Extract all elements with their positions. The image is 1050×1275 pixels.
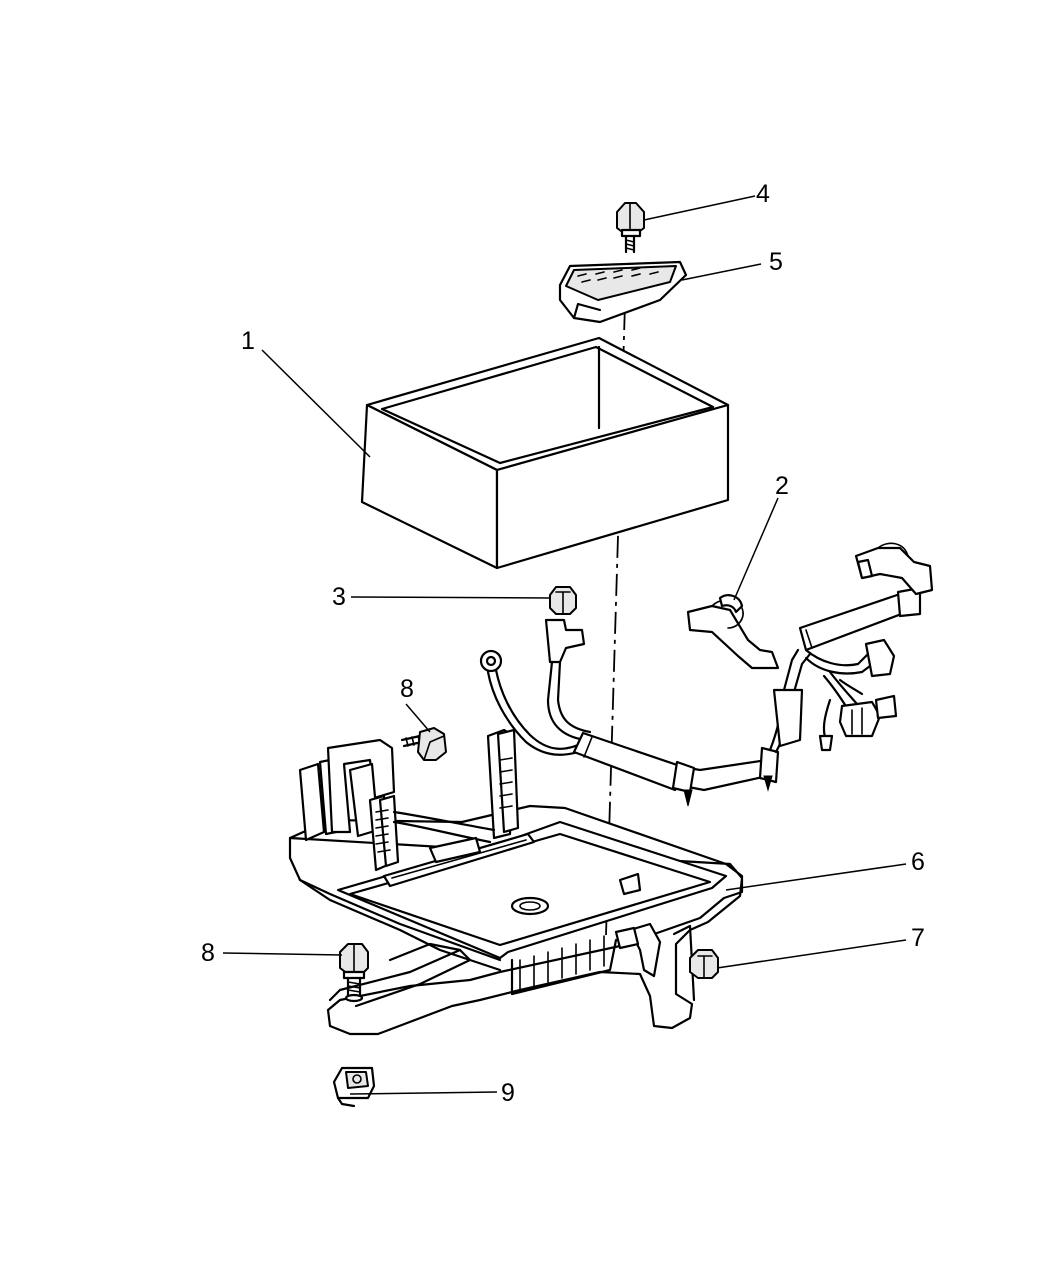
callout-2: 2 bbox=[775, 472, 789, 500]
leader-8-upper bbox=[405, 703, 431, 733]
leader-8-lower bbox=[222, 952, 343, 956]
battery-1 bbox=[360, 336, 730, 570]
callout-3: 3 bbox=[332, 583, 346, 611]
leader-lines bbox=[222, 195, 907, 1095]
callout-7: 7 bbox=[911, 924, 925, 952]
leader-5 bbox=[681, 263, 762, 281]
nut-3 bbox=[549, 586, 577, 615]
battery-tray-6 bbox=[288, 728, 744, 1036]
bolt-8-lower bbox=[339, 943, 369, 1003]
callout-6: 6 bbox=[911, 848, 925, 876]
bolt-4 bbox=[616, 202, 645, 254]
callout-9: 9 bbox=[501, 1079, 515, 1107]
leader-3 bbox=[350, 596, 551, 599]
callout-1: 1 bbox=[241, 327, 255, 355]
callout-8-upper: 8 bbox=[400, 675, 414, 703]
leader-4 bbox=[643, 195, 756, 221]
leader-6 bbox=[725, 863, 907, 891]
leader-2 bbox=[733, 497, 779, 601]
leader-9 bbox=[349, 1091, 498, 1095]
clip-nut-9 bbox=[332, 1066, 376, 1108]
callout-4: 4 bbox=[756, 180, 770, 208]
alignment-axis bbox=[605, 269, 627, 936]
callout-5: 5 bbox=[769, 248, 783, 276]
callout-8-lower: 8 bbox=[201, 939, 215, 967]
callout-labels: 1 2 3 4 5 6 7 8 8 9 bbox=[201, 180, 925, 1107]
bolt-8-upper bbox=[400, 727, 447, 761]
battery-cable-harness-2 bbox=[479, 542, 934, 807]
nut-7 bbox=[689, 949, 719, 979]
hold-down-clamp-5 bbox=[558, 260, 688, 324]
leader-7 bbox=[716, 939, 907, 969]
leader-1 bbox=[261, 349, 371, 458]
